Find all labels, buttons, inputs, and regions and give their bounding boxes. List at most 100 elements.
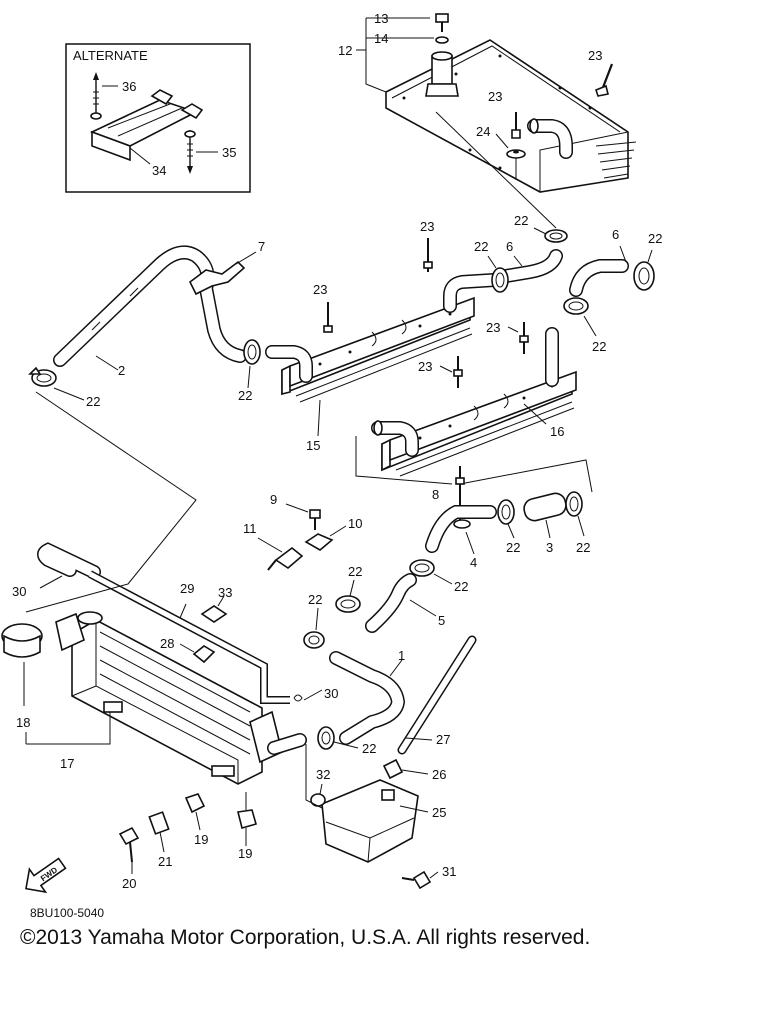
callout-6-a: 6	[506, 239, 513, 254]
diagram-code: 8BU100-5040	[30, 906, 105, 920]
callout-16: 16	[550, 424, 564, 439]
callout-23-d: 23	[420, 219, 434, 234]
callout-14: 14	[374, 31, 388, 46]
callout-34: 34	[152, 163, 166, 178]
hose-part-1	[329, 651, 406, 745]
hose-part-6-b	[569, 259, 629, 297]
bolt-part-36	[90, 72, 118, 120]
hose-part-27	[397, 635, 477, 755]
callout-31: 31	[442, 864, 456, 879]
clamp-part-22-1a	[335, 595, 361, 613]
callout-26: 26	[432, 767, 446, 782]
callout-19-a: 19	[194, 832, 208, 847]
elbow-part-15-left	[265, 345, 313, 383]
fwd-arrow-icon: FWD	[25, 857, 67, 894]
callout-24: 24	[476, 124, 490, 139]
elbow-part-16-left	[371, 420, 419, 457]
callout-3: 3	[546, 540, 553, 555]
callout-25: 25	[432, 805, 446, 820]
clamp-part-22-4	[497, 499, 515, 525]
collar-part-21	[148, 811, 170, 835]
reservoir-tank-part-25	[321, 779, 419, 863]
bolt-part-31	[401, 870, 432, 890]
callout-36: 36	[122, 79, 136, 94]
callout-22-g: 22	[576, 540, 590, 555]
heat-exchanger-part-15	[281, 296, 475, 403]
radiator-neck	[77, 611, 103, 625]
pipe-part-29	[88, 570, 290, 704]
callout-29: 29	[180, 581, 194, 596]
callout-6-b: 6	[612, 227, 619, 242]
hose-part-2	[53, 245, 247, 367]
bolt-part-23-15a	[323, 302, 333, 333]
callout-22-d: 22	[514, 213, 528, 228]
bolt-part-13	[435, 13, 449, 32]
hose-part-6-a	[499, 249, 563, 283]
callout-23-f: 23	[486, 320, 500, 335]
bracket-part-34	[89, 89, 204, 162]
callout-23-b: 23	[488, 89, 502, 104]
clamp-part-26	[382, 758, 404, 780]
callout-22-k: 22	[362, 741, 376, 756]
bolt-part-23-15b	[423, 238, 433, 272]
callout-2: 2	[118, 363, 125, 378]
bolt-part-35	[184, 130, 218, 174]
clamp-part-22-1b	[303, 631, 325, 649]
clamp-part-22-6b	[633, 261, 655, 291]
callout-30-a: 30	[12, 584, 26, 599]
callout-30-b: 30	[324, 686, 338, 701]
callout-28: 28	[160, 636, 174, 651]
washer-part-14	[435, 36, 449, 44]
clamp-part-22-1c	[317, 726, 335, 750]
cap-part-32	[310, 793, 326, 807]
bolt-part-23-cover	[511, 112, 521, 139]
callout-22-c: 22	[474, 239, 488, 254]
elbow-part-15-right	[443, 273, 501, 313]
bolt-part-20	[118, 826, 140, 863]
alternate-inset: ALTERNATE 36 35 34	[65, 43, 251, 193]
callout-7: 7	[258, 239, 265, 254]
callout-22-i: 22	[348, 564, 362, 579]
callout-12: 12	[338, 43, 352, 58]
callout-22-a: 22	[86, 394, 100, 409]
callout-27: 27	[436, 732, 450, 747]
callout-18: 18	[16, 715, 30, 730]
clamp-part-22-3	[565, 491, 583, 517]
hose-part-3	[523, 492, 567, 522]
bracket-part-7	[188, 260, 246, 296]
clamp-part-22-6a	[491, 267, 509, 293]
callout-22-f: 22	[506, 540, 520, 555]
callout-5: 5	[438, 613, 445, 628]
clamp-part-22-mid	[243, 339, 261, 365]
callout-17: 17	[60, 756, 74, 771]
bolt-part-23-16b	[519, 322, 529, 354]
callout-23-c: 23	[313, 282, 327, 297]
inset-title: ALTERNATE	[73, 48, 148, 63]
callout-11: 11	[243, 521, 257, 536]
clamp-part-30	[293, 694, 303, 702]
bolt-part-9	[309, 509, 321, 530]
grommet-part-19-a	[184, 793, 206, 814]
bolt-part-23-top	[595, 63, 614, 97]
clip-part-33	[200, 605, 228, 623]
callout-35: 35	[222, 145, 236, 160]
hose-part-5	[365, 573, 417, 633]
callout-22-e: 22	[592, 339, 606, 354]
radiator-cap-part-18	[1, 623, 43, 658]
radiator-outlet-pipe	[267, 733, 307, 755]
callout-22-h: 22	[454, 579, 468, 594]
grommet-part-24	[506, 149, 526, 159]
pipe-part-4	[425, 505, 497, 553]
callout-21: 21	[158, 854, 172, 869]
clip-part-28	[192, 645, 216, 664]
filler-neck-part-12	[425, 51, 459, 97]
clamp-part-22-5	[409, 559, 435, 577]
callout-9: 9	[270, 492, 277, 507]
hose-part-30-left	[37, 542, 101, 579]
callout-22-b: 22	[238, 388, 252, 403]
heat-exchanger-part-16	[381, 370, 577, 477]
bolt-part-23-16a	[453, 356, 463, 388]
callout-10: 10	[348, 516, 362, 531]
callout-23-e: 23	[418, 359, 432, 374]
